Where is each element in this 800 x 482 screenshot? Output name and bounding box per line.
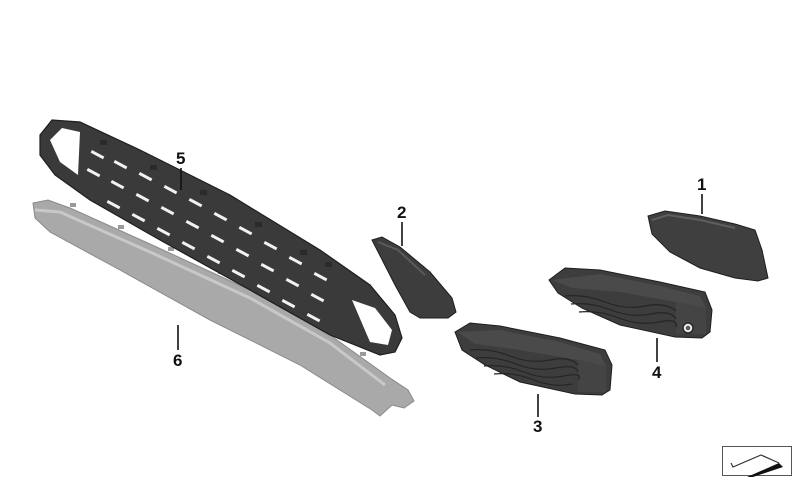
callout-1: 1 [697, 175, 706, 214]
part-5-center-grille[interactable] [39, 119, 403, 356]
callout-label-3: 3 [533, 417, 542, 436]
callout-label-6: 6 [173, 351, 182, 370]
folded-sheet-icon[interactable] [722, 446, 792, 477]
callout-6: 6 [173, 325, 182, 370]
callout-5: 5 [176, 149, 185, 190]
part-2-corner-trim[interactable] [371, 236, 457, 319]
part-3-side-grille-left[interactable] [454, 322, 613, 396]
callout-label-2: 2 [397, 203, 406, 222]
part-4-side-grille-right[interactable] [548, 267, 713, 339]
callout-label-1: 1 [697, 175, 706, 194]
callout-4: 4 [652, 338, 662, 382]
callout-2: 2 [397, 203, 406, 246]
callout-label-4: 4 [652, 363, 662, 382]
callout-label-5: 5 [176, 149, 185, 168]
callout-3: 3 [533, 394, 542, 436]
part-1-cover-panel[interactable] [647, 210, 769, 282]
